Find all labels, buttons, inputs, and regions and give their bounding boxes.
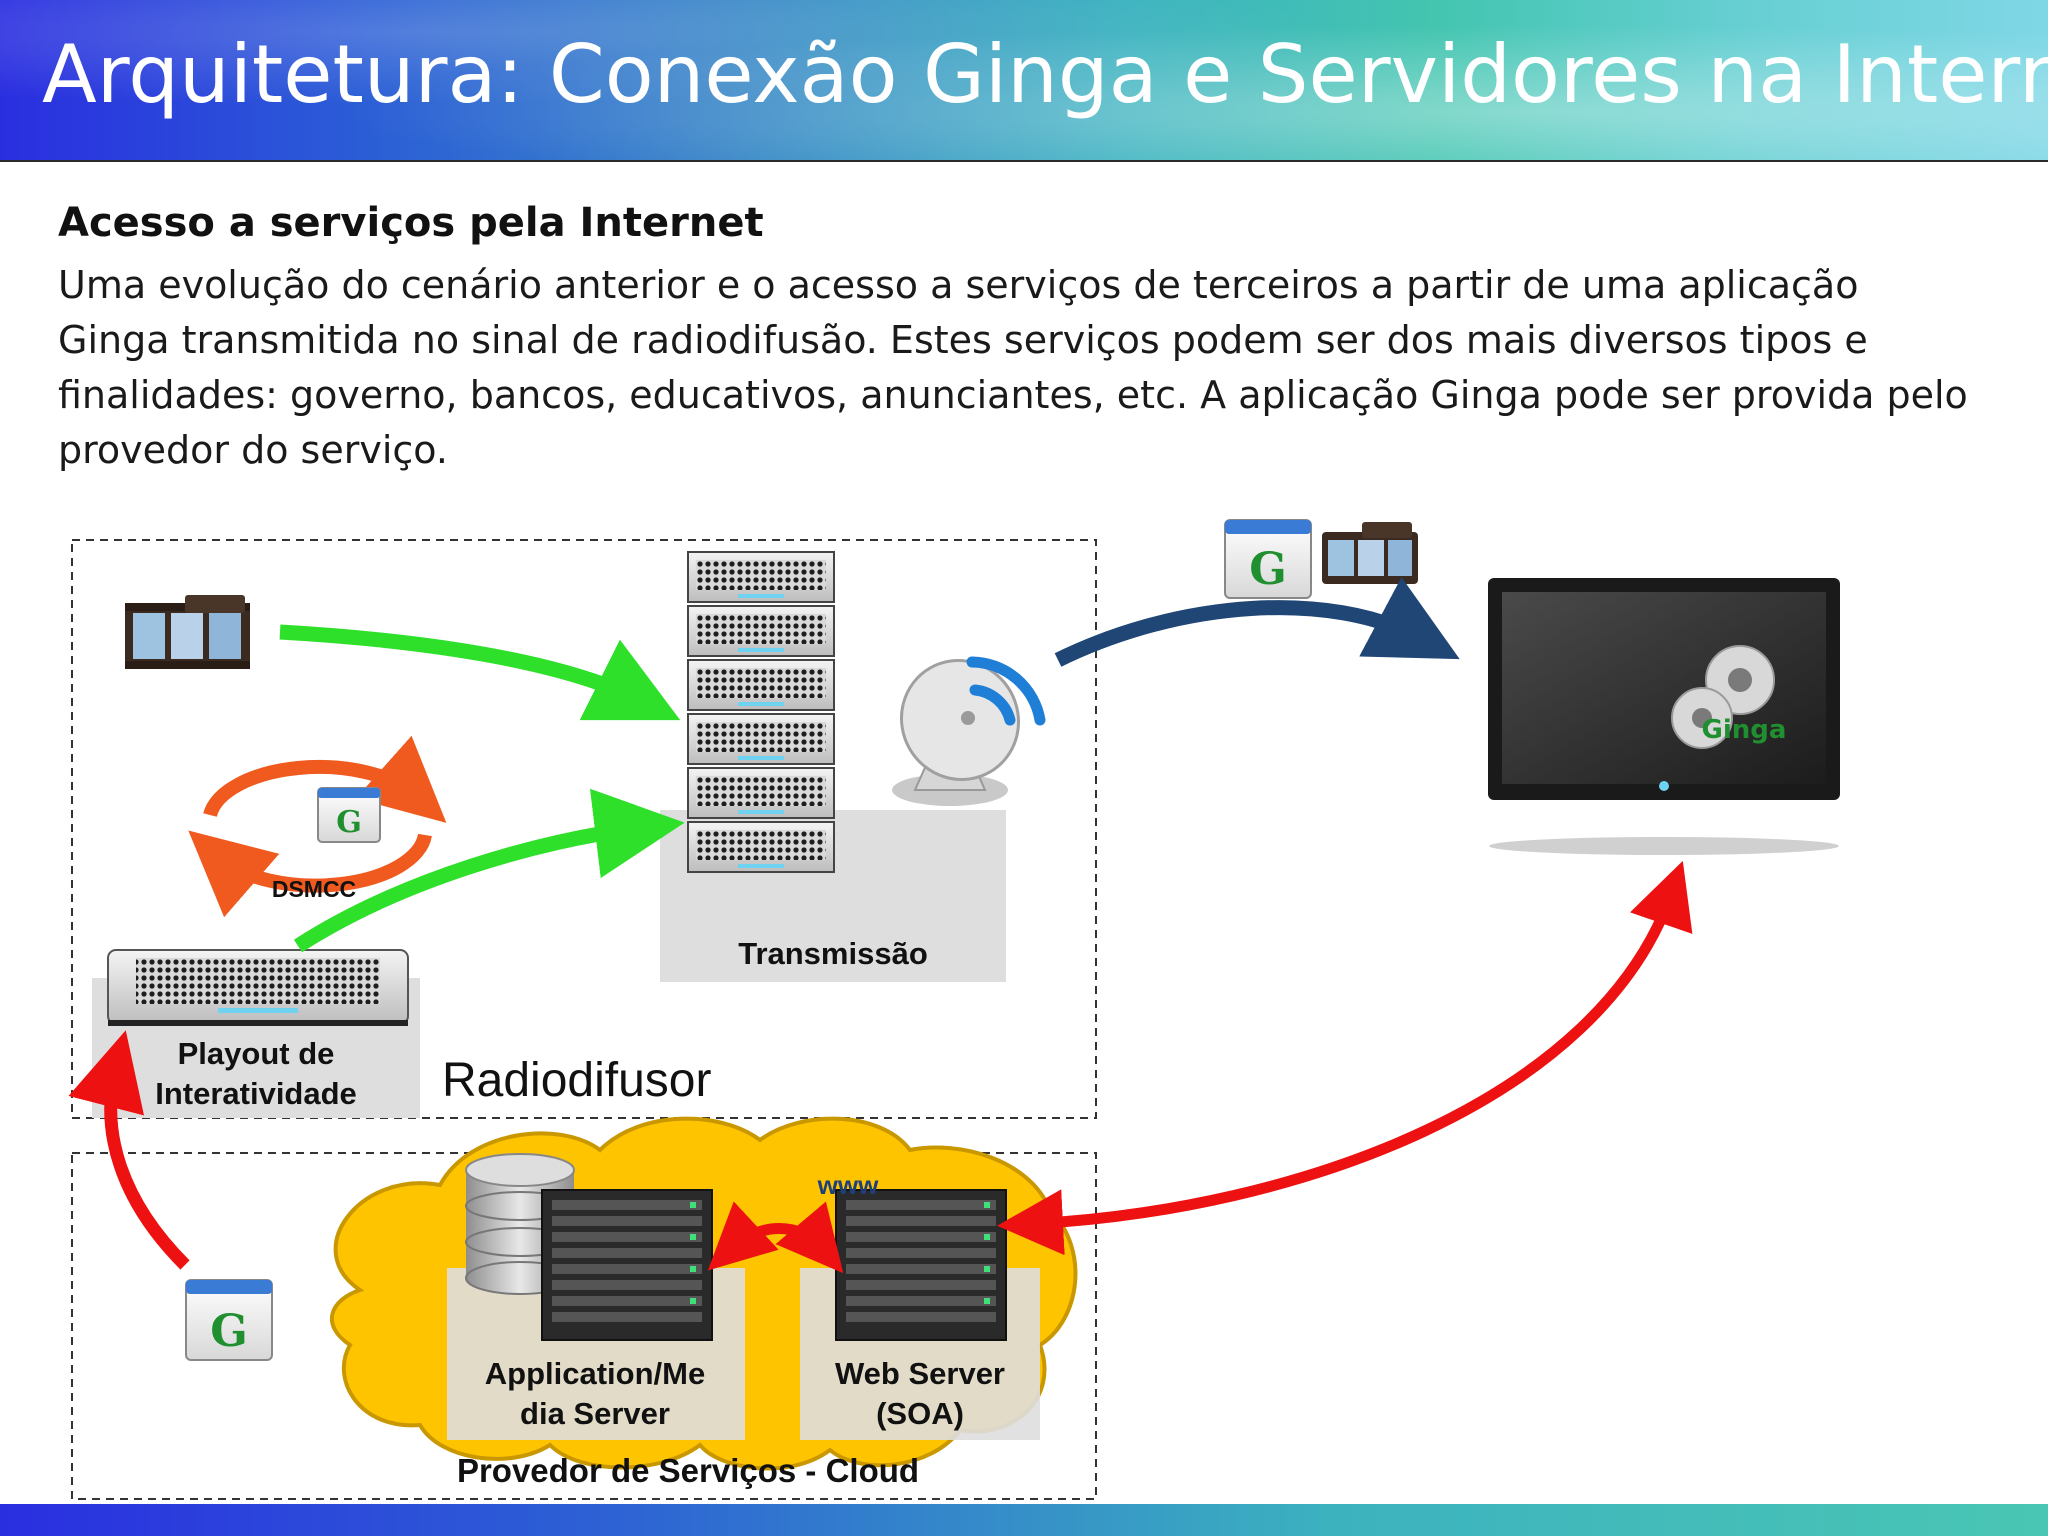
ginga-app-icon-top: G [1224, 519, 1312, 599]
body-paragraph: Uma evolução do cenário anterior e o ace… [58, 263, 1968, 472]
web-server-label-line1: Web Server [835, 1356, 1005, 1391]
satellite-dish-icon [892, 656, 1046, 806]
web-server-label-line2: (SOA) [876, 1396, 964, 1431]
dsmcc-label: DSMCC [272, 876, 356, 902]
title-bar: Arquitetura: Conexão Ginga e Servidores … [0, 0, 2048, 162]
app-server-label-line2: dia Server [520, 1396, 670, 1431]
playout-server-icon [107, 949, 409, 1026]
ginga-app-icon-small: G [317, 787, 381, 843]
ginga-icon-letter-small: G [336, 805, 362, 840]
video-film-icon [125, 595, 250, 669]
app-server-label-line1: Application/Me [485, 1356, 705, 1391]
transmission-rack [687, 551, 835, 873]
broadcast-to-tv-arrow [1054, 577, 1460, 667]
playout-label-line2: Interatividade [155, 1076, 357, 1111]
dsmcc-carousel [188, 735, 447, 918]
ginga-icon-letter-cloud: G [210, 1306, 248, 1357]
transmission-label: Transmissão [738, 936, 928, 971]
tv-ginga-logo: Ginga [1702, 715, 1787, 745]
playout-to-transmission-arrow [293, 788, 685, 953]
web-server-tv-return-arrow [997, 860, 1693, 1256]
ginga-app-icon-cloud: G [185, 1279, 273, 1361]
playout-label-line1: Playout de [178, 1036, 335, 1071]
broadcaster-region [71, 539, 1097, 1119]
title-bar-glow [0, 0, 2048, 160]
video-film-icon-small [1322, 522, 1418, 584]
www-label: www [817, 1170, 879, 1200]
video-to-transmission-arrow [279, 624, 681, 721]
broadcaster-label: Radiodifusor [442, 1054, 712, 1107]
ginga-icon-letter-top: G [1249, 544, 1287, 595]
app-web-server-link-arrow [707, 1201, 844, 1274]
web-server-rack-icon [835, 1189, 1007, 1341]
section-heading: Acesso a serviços pela Internet [58, 200, 764, 246]
ginga-tv-icon: Ginga [1488, 578, 1840, 855]
cloud-to-playout-arrow [68, 1030, 190, 1270]
footer-bar [0, 1504, 2048, 1536]
database-icon [465, 1153, 575, 1295]
cloud-provider-label: Provedor de Serviços - Cloud [457, 1452, 919, 1489]
app-server-rack-icon [541, 1189, 713, 1341]
slide-title: Arquitetura: Conexão Ginga e Servidores … [42, 28, 2048, 121]
